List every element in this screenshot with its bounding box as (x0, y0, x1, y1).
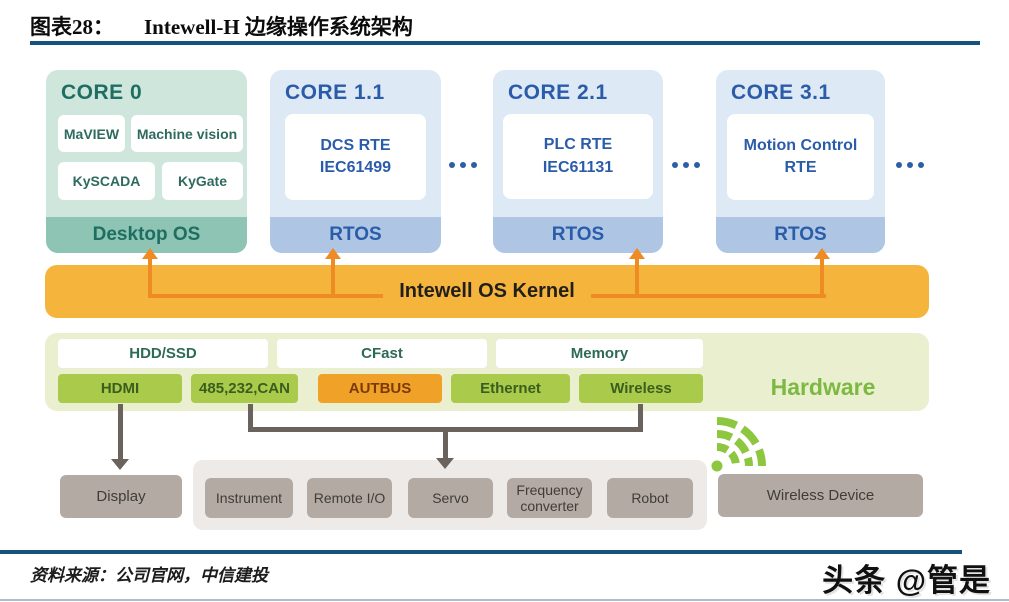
storage-memory: Memory (496, 339, 703, 368)
interface-wireless: Wireless (579, 374, 703, 403)
app-kyscada: KySCADA (58, 162, 155, 200)
app-machine-vision: Machine vision (131, 115, 243, 152)
up-arrow-icon (325, 248, 341, 259)
bus-to-devices-line (443, 427, 448, 459)
core-1-title: CORE 1.1 (285, 81, 385, 104)
footer-divider (0, 550, 962, 554)
storage-cfast: CFast (277, 339, 487, 368)
kernel-label-wrap: Intewell OS Kernel (45, 265, 929, 318)
device-display: Display (60, 475, 182, 518)
runtime-motion-control: Motion Control RTE (727, 114, 874, 200)
watermark: 头条 @管是 (822, 563, 991, 598)
kernel-arrow-line (148, 258, 152, 298)
wifi-arcs-icon (711, 417, 766, 472)
core-1-panel: CORE 1.1 DCS RTE IEC61499 RTOS (270, 70, 441, 253)
figure-label: 图表28： (30, 15, 114, 39)
wireless-drop-line (638, 404, 643, 432)
app-kygate: KyGate (162, 162, 243, 200)
device-instrument: Instrument (205, 478, 293, 518)
hardware-label: Hardware (770, 374, 876, 400)
figure-header: 图表28： Intewell-H 边缘操作系统架构 (30, 11, 413, 41)
bottom-border (0, 599, 1009, 601)
core-0-panel: CORE 0 MaVIEW Machine vision KySCADA KyG… (46, 70, 247, 253)
device-remote-io: Remote I/O (307, 478, 392, 518)
down-arrow-icon (111, 459, 129, 470)
more-cores-dots (672, 162, 700, 168)
core-2-title: CORE 2.1 (508, 81, 608, 104)
device-wireless-device: Wireless Device (718, 474, 923, 517)
core-2-panel: CORE 2.1 PLC RTE IEC61131 RTOS (493, 70, 663, 253)
kernel-arrow-line (635, 258, 639, 298)
source-note: 资料来源：公司官网，中信建投 (30, 566, 268, 585)
core-3-panel: CORE 3.1 Motion Control RTE RTOS (716, 70, 885, 253)
interface-hdmi: HDMI (58, 374, 182, 403)
up-arrow-icon (142, 248, 158, 259)
kernel-label: Intewell OS Kernel (383, 280, 591, 303)
more-cores-dots (896, 162, 924, 168)
core-0-os-bar: Desktop OS (46, 217, 247, 253)
hdmi-display-line (118, 404, 123, 461)
up-arrow-icon (629, 248, 645, 259)
page-title: Intewell-H 边缘操作系统架构 (144, 15, 413, 39)
core-2-os-bar: RTOS (493, 217, 663, 253)
core-3-os-bar: RTOS (716, 217, 885, 253)
kernel-arrow-line (331, 258, 335, 298)
device-servo: Servo (408, 478, 493, 518)
device-robot: Robot (607, 478, 693, 518)
kernel-arrow-line (820, 258, 824, 298)
interface-autbus: AUTBUS (318, 374, 442, 403)
device-frequency-converter: Frequency converter (507, 478, 592, 518)
interface-485-232-can: 485,232,CAN (191, 374, 298, 403)
up-arrow-icon (814, 248, 830, 259)
can-drop-line (248, 404, 253, 432)
title-divider (30, 41, 980, 45)
interface-ethernet: Ethernet (451, 374, 570, 403)
storage-hdd-ssd: HDD/SSD (58, 339, 268, 368)
core-0-title: CORE 0 (61, 81, 143, 104)
app-maview: MaVIEW (58, 115, 125, 152)
core-3-title: CORE 3.1 (731, 81, 831, 104)
down-arrow-icon (436, 458, 454, 469)
runtime-plc-rte: PLC RTE IEC61131 (503, 114, 653, 199)
more-cores-dots (449, 162, 477, 168)
runtime-dcs-rte: DCS RTE IEC61499 (285, 114, 426, 200)
core-1-os-bar: RTOS (270, 217, 441, 253)
